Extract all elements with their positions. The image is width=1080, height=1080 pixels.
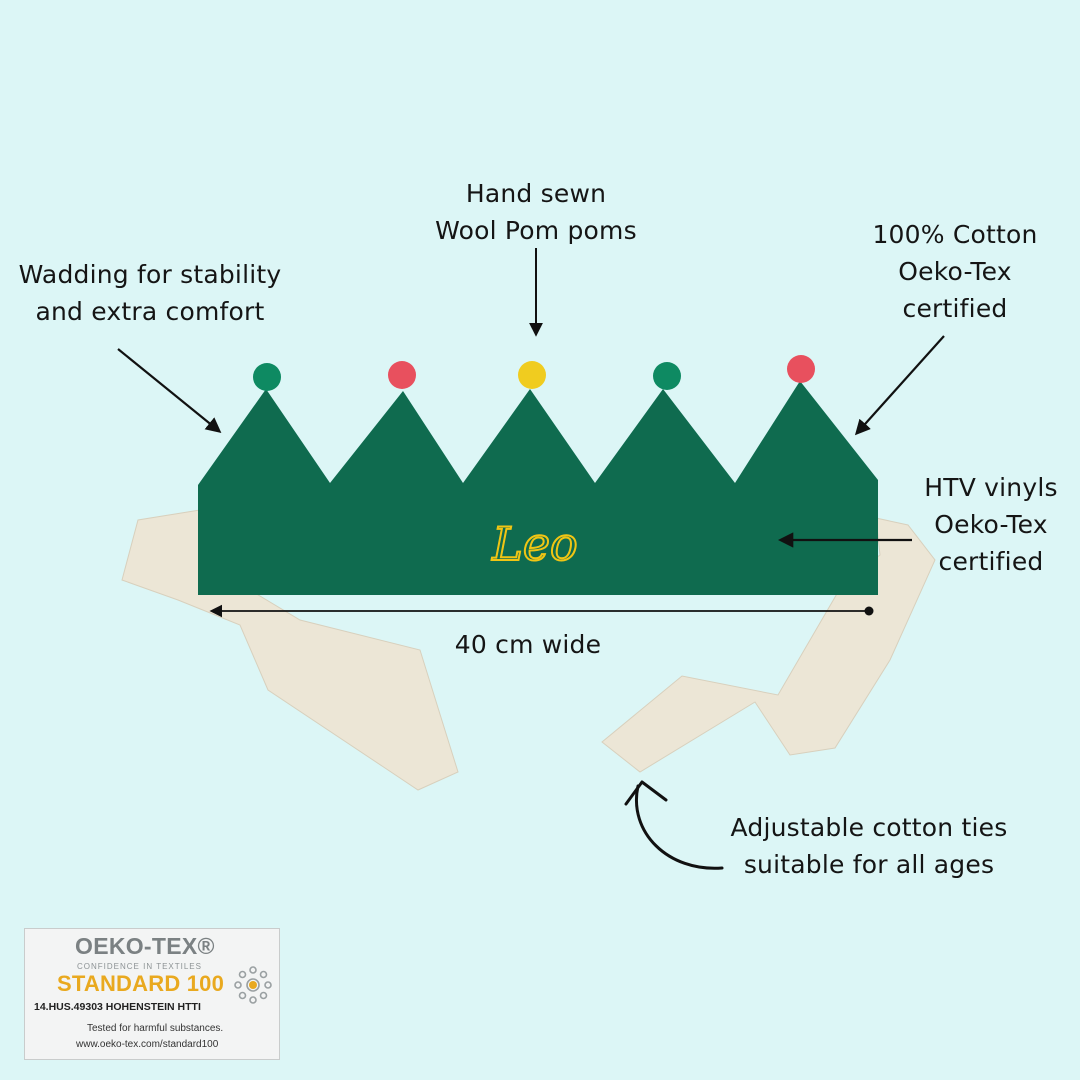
ties-label: Adjustable cotton ties suitable for all … bbox=[718, 809, 1020, 883]
htv-label-line-2: Oeko-Tex bbox=[934, 510, 1048, 539]
oeko-tex-code: 14.HUS.49303 HOHENSTEIN HTTI bbox=[34, 1001, 201, 1013]
cotton-label-line-3: certified bbox=[902, 294, 1008, 323]
arrow-cotton bbox=[854, 335, 945, 436]
oeko-tex-globe-icon bbox=[234, 966, 272, 1004]
oeko-tex-label: OEKO-TEX® CONFIDENCE IN TEXTILES STANDAR… bbox=[24, 928, 280, 1060]
ties-label-line-2: suitable for all ages bbox=[743, 850, 995, 879]
pompoms-label-line-1: Hand sewn bbox=[465, 179, 607, 208]
wadding-label-line-1: Wadding for stability bbox=[18, 260, 282, 289]
arrow-wadding bbox=[117, 348, 222, 433]
cotton-label-line-1: 100% Cotton bbox=[872, 220, 1038, 249]
crown-body bbox=[198, 381, 878, 595]
pompoms-label-line-2: Wool Pom poms bbox=[435, 216, 637, 245]
pompom-5 bbox=[787, 355, 815, 383]
pompoms-label: Hand sewn Wool Pom poms bbox=[418, 175, 654, 249]
width-measure-line bbox=[209, 604, 874, 618]
pompom-1 bbox=[253, 363, 281, 391]
cotton-label-line-2: Oeko-Tex bbox=[898, 257, 1012, 286]
wadding-label: Wadding for stability and extra comfort bbox=[6, 256, 294, 330]
pompoms bbox=[253, 355, 815, 391]
pompom-2 bbox=[388, 361, 416, 389]
oeko-tex-brand: OEKO-TEX® bbox=[75, 933, 215, 959]
arrow-ties bbox=[635, 784, 724, 870]
oeko-tex-standard: STANDARD 100 bbox=[57, 971, 225, 996]
oeko-tex-url: www.oeko-tex.com/standard100 bbox=[76, 1039, 219, 1050]
arrow-ties-head bbox=[624, 780, 668, 806]
oeko-tex-tagline: CONFIDENCE IN TEXTILES bbox=[77, 962, 202, 971]
htv-label: HTV vinyls Oeko-Tex certified bbox=[916, 469, 1066, 580]
cotton-label: 100% Cotton Oeko-Tex certified bbox=[846, 216, 1064, 327]
htv-label-line-1: HTV vinyls bbox=[924, 473, 1058, 502]
pompom-4 bbox=[653, 362, 681, 390]
width-label: 40 cm wide bbox=[454, 630, 602, 659]
wadding-label-line-2: and extra comfort bbox=[35, 297, 265, 326]
htv-label-line-3: certified bbox=[938, 547, 1044, 576]
embroidered-name: Leo bbox=[491, 517, 577, 571]
pompom-3 bbox=[518, 361, 546, 389]
ties-label-line-1: Adjustable cotton ties bbox=[730, 813, 1008, 842]
oeko-tex-tested: Tested for harmful substances. bbox=[87, 1023, 224, 1034]
